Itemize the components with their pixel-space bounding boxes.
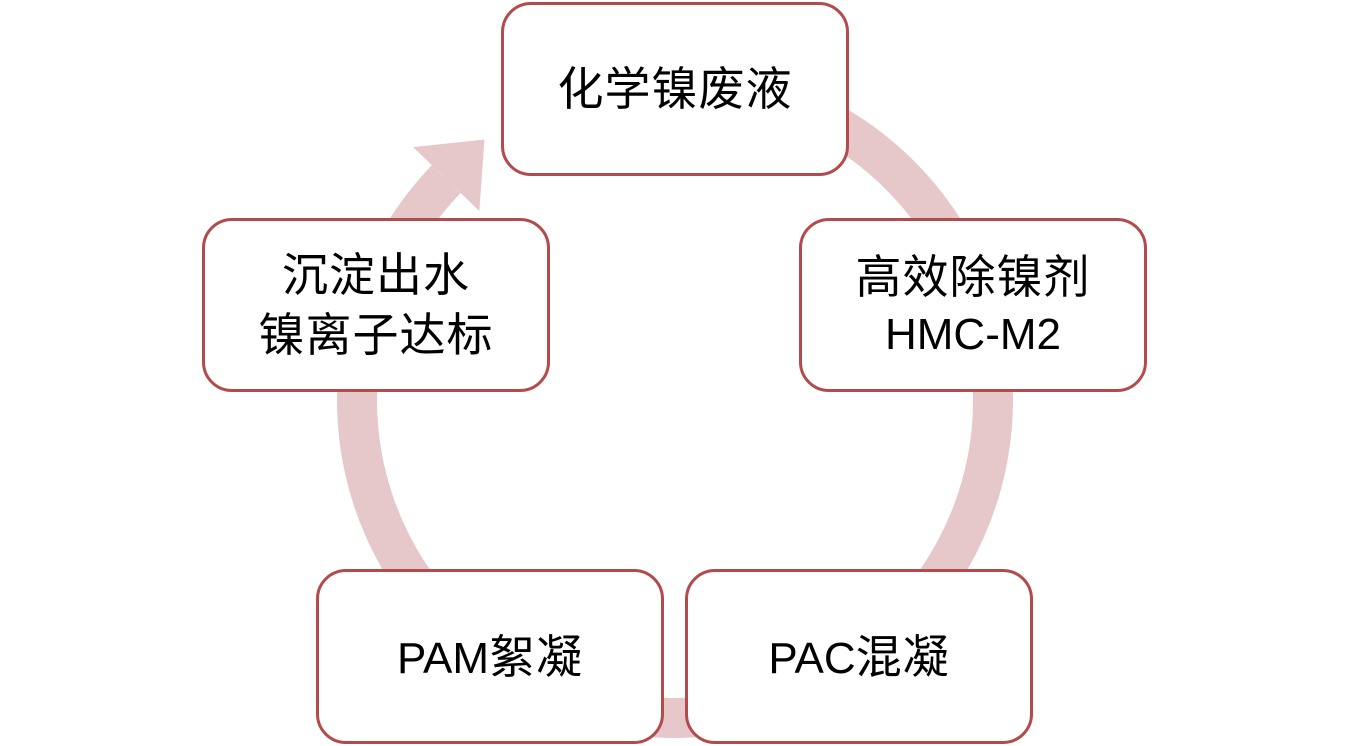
node-label-cjk: 絮凝 xyxy=(489,629,584,684)
node-pam-flocculation: PAM絮凝 xyxy=(316,569,664,744)
node-label-latin: HMC-M2 xyxy=(885,310,1061,359)
node-label-cjk: 混凝 xyxy=(855,629,950,684)
node-nickel-remover-hmc-m2: 高效除镍剂 HMC-M2 xyxy=(799,218,1147,392)
node-label-cjk: 高效除镍剂 xyxy=(855,250,1091,304)
node-effluent-nickel-compliant: 沉淀出水镍离子达标 xyxy=(202,218,550,392)
node-text-line: PAM絮凝 xyxy=(397,627,583,687)
node-label-latin: PAM xyxy=(396,633,490,683)
node-text-line: 沉淀出水 xyxy=(282,245,470,305)
curved-arrow-icon xyxy=(413,139,485,212)
node-label-cjk: 沉淀出水 xyxy=(282,248,470,302)
node-label-cjk: 化学镍废液 xyxy=(557,62,793,116)
node-chemical-nickel-waste-liquid: 化学镍废液 xyxy=(501,2,849,176)
node-text-line: 高效除镍剂 xyxy=(856,247,1091,307)
node-pac-coagulation: PAC混凝 xyxy=(685,569,1033,744)
node-label-cjk: 镍离子达标 xyxy=(258,308,494,362)
node-text-line: 化学镍废液 xyxy=(558,59,793,119)
node-text-line: HMC-M2 xyxy=(885,307,1061,363)
node-text-line: PAC混凝 xyxy=(768,627,949,687)
node-label-latin: PAC xyxy=(768,633,856,683)
node-text-line: 镍离子达标 xyxy=(259,305,494,365)
